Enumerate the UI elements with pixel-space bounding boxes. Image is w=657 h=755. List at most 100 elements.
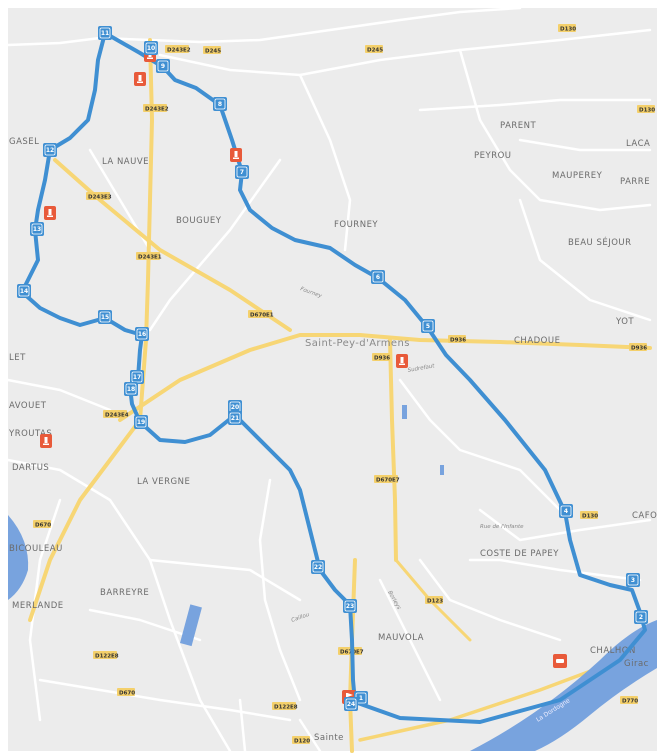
route-marker[interactable]: 8	[213, 97, 227, 111]
svg-text:6: 6	[376, 274, 380, 281]
svg-text:D123: D123	[427, 599, 443, 605]
svg-text:17: 17	[133, 374, 141, 381]
road-badge-d120: D120	[292, 736, 310, 745]
route-markers[interactable]: 1 2 3 4 5 6 7 8 9 10 11 12 13 14 15 16 1…	[17, 26, 648, 711]
route-marker[interactable]: 16	[135, 327, 149, 341]
route-marker[interactable]: 9	[156, 59, 170, 73]
route-marker[interactable]: 10	[144, 41, 158, 55]
route-marker[interactable]: 6	[371, 270, 385, 284]
road-badge-d670e7: D670E7	[374, 475, 400, 484]
pond-1	[179, 604, 202, 647]
route-marker[interactable]: 19	[134, 415, 148, 429]
place-parre: PARRE	[620, 177, 650, 187]
route-marker[interactable]: 2	[634, 610, 648, 624]
pond-3	[440, 465, 444, 475]
place-girac: Girac	[624, 659, 649, 669]
river-dordogne	[470, 620, 657, 751]
svg-text:13: 13	[33, 226, 41, 233]
svg-text:D936: D936	[631, 346, 647, 352]
water	[8, 405, 657, 751]
route-marker[interactable]: 15	[98, 310, 112, 324]
svg-text:D122E8: D122E8	[95, 654, 119, 660]
road-badges: D243E2 D245 D245 D130 D130 D243E2 D243E3…	[33, 24, 655, 745]
place-maufrey: MAUPEREY	[552, 171, 603, 181]
place-sainte: Sainte	[314, 733, 344, 743]
svg-text:D936: D936	[374, 356, 390, 362]
svg-text:D243E1: D243E1	[138, 255, 162, 261]
local-road-cafo: Rue de l'Infante	[480, 524, 524, 530]
route-marker[interactable]: 17	[130, 370, 144, 384]
river-dordogne-left	[8, 515, 29, 600]
svg-text:D245: D245	[367, 48, 383, 54]
place-coste-de-papey: COSTE DE PAPEY	[480, 549, 559, 559]
place-avouet: AVOUET	[9, 401, 47, 411]
svg-text:D120: D120	[294, 739, 310, 745]
svg-text:19: 19	[137, 419, 145, 426]
road-badge-d130-right: D130	[558, 24, 576, 33]
wine-glass-icon[interactable]	[40, 434, 52, 448]
place-yroutas: YROUTAS	[8, 429, 52, 439]
svg-text:D670E1: D670E1	[250, 313, 274, 319]
svg-text:D122E8: D122E8	[274, 705, 298, 711]
road-badge-d130-south: D130	[580, 511, 598, 520]
svg-text:D243E4: D243E4	[105, 413, 129, 419]
pond-2	[402, 405, 407, 419]
route-line[interactable]	[20, 31, 647, 724]
wine-glass-icon[interactable]	[134, 72, 146, 86]
place-dartus: DARTUS	[12, 463, 49, 473]
place-yot: YOT	[615, 317, 634, 327]
route-marker[interactable]: 22	[311, 560, 325, 574]
svg-text:14: 14	[20, 288, 28, 295]
wine-glass-icon[interactable]	[44, 206, 56, 220]
place-labels: LA NAUVE BOUGUEY FOURNEY PARENT PEYROU L…	[8, 121, 657, 743]
svg-text:5: 5	[426, 323, 430, 330]
svg-text:18: 18	[127, 386, 135, 393]
svg-text:15: 15	[101, 314, 109, 321]
svg-text:D770: D770	[622, 699, 638, 705]
wine-glass-icon[interactable]	[230, 148, 242, 162]
route-marker[interactable]: 12	[43, 143, 57, 157]
road-badge-d243e1: D243E1	[136, 252, 162, 261]
road-badge-d245-top: D245	[203, 46, 221, 55]
route-marker[interactable]: 13	[30, 222, 44, 236]
place-bicouleau: BICOULEAU	[9, 544, 63, 554]
place-fourney: FOURNEY	[334, 220, 378, 230]
svg-text:4: 4	[564, 508, 568, 515]
road-badge-d243e2-top: D243E2	[165, 45, 191, 54]
route-marker[interactable]: 4	[559, 504, 573, 518]
car-icon[interactable]	[553, 654, 567, 668]
route-marker[interactable]: 14	[17, 284, 31, 298]
route-marker[interactable]: 11	[98, 26, 112, 40]
svg-text:3: 3	[631, 577, 635, 584]
svg-text:9: 9	[161, 63, 165, 70]
place-gasel: GASEL	[9, 137, 39, 147]
svg-text:D130: D130	[639, 108, 655, 114]
road-badge-d936-center: D936	[372, 353, 390, 362]
svg-text:24: 24	[347, 701, 355, 708]
route-marker[interactable]: 18	[124, 382, 138, 396]
place-lacas: LACA	[626, 139, 650, 149]
svg-text:16: 16	[138, 331, 146, 338]
route-marker[interactable]: 24	[344, 697, 358, 711]
wine-glass-icon[interactable]	[396, 354, 408, 368]
place-saint-pey: Saint-Pey-d'Armens	[305, 338, 410, 349]
svg-text:21: 21	[231, 415, 239, 422]
route-marker[interactable]: 21	[228, 411, 242, 425]
route-marker[interactable]: 3	[626, 573, 640, 587]
road-badge-d670-left: D670	[33, 520, 51, 529]
road-badge-d243e2-left: D243E2	[143, 104, 169, 113]
svg-text:D670: D670	[35, 523, 51, 529]
place-la-vergne: LA VERGNE	[137, 477, 190, 487]
road-badge-d936-right: D936	[448, 335, 466, 344]
route-marker[interactable]: 5	[421, 319, 435, 333]
route-marker[interactable]: 23	[343, 599, 357, 613]
route-marker[interactable]: 7	[235, 165, 249, 179]
map-background	[8, 8, 657, 751]
road-badge-d123: D123	[425, 596, 443, 605]
road-badge-d670e1: D670E1	[248, 310, 274, 319]
place-chalhon: CHALHON	[590, 646, 636, 656]
place-merlande: MERLANDE	[12, 601, 64, 611]
svg-text:11: 11	[101, 30, 109, 37]
